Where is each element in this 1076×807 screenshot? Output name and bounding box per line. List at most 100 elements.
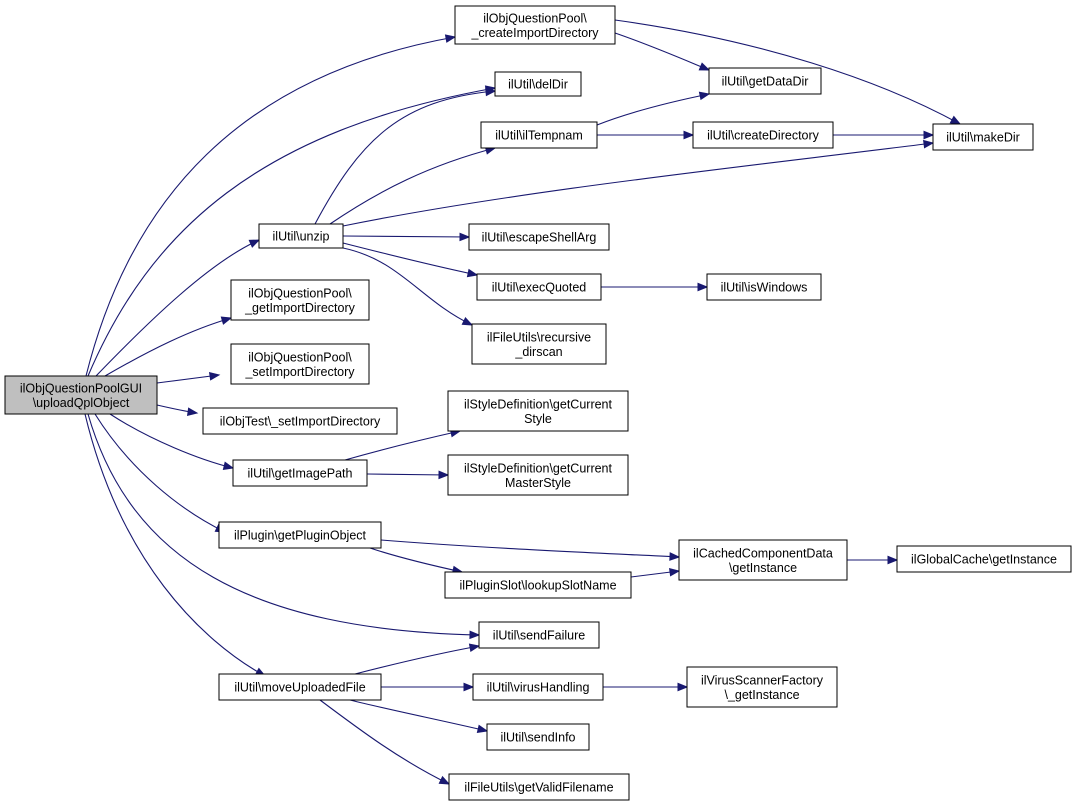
node-move-uploaded-file[interactable]: ilUtil\moveUploadedFile — [218, 673, 382, 701]
node-send-failure[interactable]: ilUtil\sendFailure — [478, 621, 600, 649]
edge-line — [329, 147, 496, 225]
edge-line — [354, 645, 480, 675]
edge-root-to-send-failure — [87, 413, 481, 640]
arrowhead-icon — [186, 407, 199, 416]
node-label: MasterStyle — [505, 476, 571, 490]
arrowhead-icon — [222, 461, 235, 470]
edge-unzip-to-exec-quoted — [342, 242, 479, 278]
node-del-dir[interactable]: ilUtil\delDir — [494, 71, 582, 97]
node-escape-shell-arg[interactable]: ilUtil\escapeShellArg — [468, 223, 610, 251]
arrowhead-icon — [444, 34, 457, 43]
nodes-layer: ilObjQuestionPoolGUI\uploadQplObject ilOb… — [4, 5, 1072, 801]
node-box — [472, 673, 604, 701]
edge-unzip-to-recursive-dirscan — [342, 247, 474, 326]
node-create-import-dir[interactable]: ilObjQuestionPool\_createImportDirectory — [454, 5, 616, 45]
node-make-dir[interactable]: ilUtil\makeDir — [932, 123, 1034, 151]
node-label: ilUtil\makeDir — [946, 131, 1020, 145]
node-global-cache[interactable]: ilGlobalCache\getInstance — [896, 545, 1072, 573]
node-get-valid-filename[interactable]: ilFileUtils\getValidFilename — [448, 773, 630, 801]
edge-line — [596, 93, 710, 126]
node-label: ilUtil\execQuoted — [492, 281, 587, 295]
edge-get-image-path-to-get-current-master-style — [366, 470, 450, 480]
node-label: \_getInstance — [724, 688, 799, 702]
node-create-directory[interactable]: ilUtil\createDirectory — [692, 121, 834, 149]
node-box — [478, 621, 600, 649]
edge-line — [366, 473, 449, 476]
arrowhead-icon — [887, 555, 899, 565]
arrowhead-icon — [220, 316, 233, 325]
node-label: _setImportDirectory — [244, 365, 355, 379]
arrowhead-icon — [485, 87, 497, 97]
node-label: ilFileUtils\recursive — [487, 330, 591, 344]
edge-line — [369, 547, 463, 573]
node-box — [896, 545, 1072, 573]
edge-line — [380, 539, 680, 558]
node-box — [480, 121, 598, 149]
arrowhead-icon — [466, 268, 479, 278]
edge-create-directory-to-make-dir — [833, 130, 935, 140]
edge-line — [342, 235, 470, 238]
node-get-data-dir[interactable]: ilUtil\getDataDir — [708, 67, 822, 95]
edge-line — [614, 19, 961, 125]
node-box — [230, 343, 370, 385]
node-il-tempnam[interactable]: ilUtil\ilTempnam — [480, 121, 598, 149]
edge-move-uploaded-file-to-get-valid-filename — [319, 699, 451, 785]
node-label: ilVirusScannerFactory — [701, 673, 824, 687]
node-recursive-dirscan[interactable]: ilFileUtils\recursive_dirscan — [471, 323, 607, 365]
node-box — [232, 459, 368, 487]
edge-cached-component-data-to-global-cache — [847, 555, 899, 565]
node-send-info[interactable]: ilUtil\sendInfo — [486, 723, 590, 751]
edge-line — [342, 142, 934, 227]
node-label: \getInstance — [729, 561, 797, 575]
node-get-import-dir[interactable]: ilObjQuestionPool\_getImportDirectory — [230, 279, 370, 321]
node-set-import-dir-qp[interactable]: ilObjQuestionPool\_setImportDirectory — [230, 343, 370, 385]
node-box — [448, 773, 630, 801]
node-label: ilUtil\isWindows — [721, 281, 808, 295]
arrowhead-icon — [697, 282, 709, 292]
arrowhead-icon — [669, 552, 681, 561]
node-virus-handling[interactable]: ilUtil\virusHandling — [472, 673, 604, 701]
node-box — [932, 123, 1034, 151]
edge-line — [314, 90, 496, 225]
node-label: ilGlobalCache\getInstance — [911, 553, 1057, 567]
arrowhead-icon — [208, 372, 221, 381]
node-label: ilObjQuestionPool\ — [248, 286, 352, 300]
node-exec-quoted[interactable]: ilUtil\execQuoted — [476, 273, 602, 301]
node-unzip[interactable]: ilUtil\unzip — [258, 223, 344, 249]
edge-root-to-set-import-dir-qp — [156, 372, 221, 384]
edge-line — [342, 242, 478, 276]
arrowhead-icon — [949, 115, 962, 125]
edge-lookup-slot-name-to-cached-component-data — [630, 567, 681, 578]
node-lookup-slot-name[interactable]: ilPluginSlot\lookupSlotName — [444, 571, 632, 599]
arrowhead-icon — [468, 643, 481, 652]
node-label: ilObjTest\_setImportDirectory — [220, 415, 381, 429]
edge-line — [85, 36, 456, 377]
edges-layer — [84, 19, 962, 785]
node-root[interactable]: ilObjQuestionPoolGUI\uploadQplObject — [4, 375, 158, 415]
node-set-import-dir-test[interactable]: ilObjTest\_setImportDirectory — [202, 407, 398, 435]
node-label: ilUtil\unzip — [273, 230, 330, 244]
edge-line — [319, 699, 450, 785]
edge-virus-handling-to-virus-scanner-factory — [603, 682, 689, 692]
node-label: ilObjQuestionPool\ — [248, 350, 352, 364]
node-box — [218, 673, 382, 701]
edge-il-tempnam-to-get-data-dir — [596, 91, 711, 126]
edge-move-uploaded-file-to-send-failure — [354, 643, 481, 675]
edge-line — [342, 247, 473, 326]
arrowhead-icon — [923, 139, 935, 149]
arrowhead-icon — [698, 91, 711, 101]
node-get-image-path[interactable]: ilUtil\getImagePath — [232, 459, 368, 487]
edge-line — [349, 699, 488, 732]
arrowhead-icon — [669, 567, 681, 577]
node-cached-component-data[interactable]: ilCachedComponentData\getInstance — [678, 539, 848, 581]
edge-create-import-dir-to-get-data-dir — [614, 32, 711, 71]
node-virus-scanner-factory[interactable]: ilVirusScannerFactory\_getInstance — [686, 666, 838, 708]
node-label: ilUtil\sendInfo — [500, 731, 575, 745]
node-is-windows[interactable]: ilUtil\isWindows — [706, 273, 822, 301]
node-box — [202, 407, 398, 435]
node-get-plugin-object[interactable]: ilPlugin\getPluginObject — [218, 521, 382, 549]
node-label: _createImportDirectory — [470, 26, 599, 40]
edge-root-to-get-import-dir — [104, 316, 233, 377]
